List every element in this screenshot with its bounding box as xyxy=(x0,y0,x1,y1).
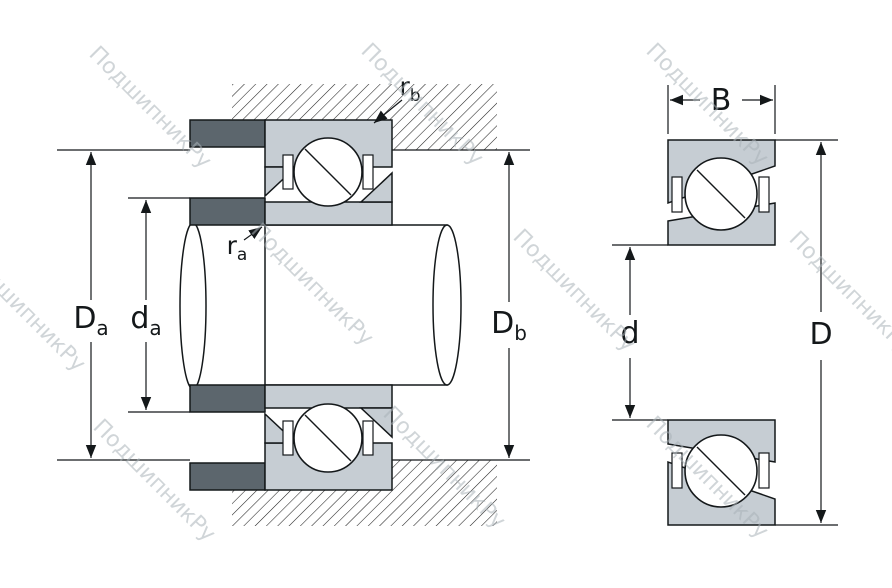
inner-spacer-bottom xyxy=(189,384,266,413)
dim-label-B: B xyxy=(711,83,732,118)
cage-lower-right xyxy=(362,420,374,456)
left-section-view xyxy=(179,84,530,526)
outer-spacer-bottom xyxy=(189,462,266,491)
outer-spacer-top xyxy=(189,119,266,148)
right-contact-angle-upper xyxy=(696,169,746,219)
right-bearing-lower xyxy=(667,419,776,526)
contact-angle-line-upper xyxy=(304,148,352,196)
inner-spacer-top xyxy=(189,197,266,226)
cage-upper-right xyxy=(362,154,374,190)
right-section-view xyxy=(667,139,776,526)
housing-hatch-bottom xyxy=(232,460,497,526)
dim-label-d: d xyxy=(620,316,639,351)
right-cage-lower-right xyxy=(758,452,770,489)
right-cage-upper-left xyxy=(671,176,683,213)
inner-ring-shoulder-lower xyxy=(359,407,393,439)
shaft-end-face xyxy=(432,224,462,386)
dim-label-Da: Da xyxy=(73,301,108,340)
bearing-section-lower xyxy=(264,384,393,491)
bearing-section-upper xyxy=(264,119,393,226)
inner-ring-shoulder-upper xyxy=(359,171,393,203)
right-contact-angle-lower xyxy=(696,446,746,496)
dim-label-rb: rb xyxy=(399,72,420,106)
right-cage-upper-right xyxy=(758,176,770,213)
watermark-text: ПодшипникРу xyxy=(784,227,892,359)
sleeve-end-face xyxy=(179,222,207,390)
contact-angle-line-lower xyxy=(304,414,352,462)
dim-label-Db: Db xyxy=(491,306,527,345)
right-bearing-upper xyxy=(667,139,776,246)
dim-label-D: D xyxy=(809,317,832,352)
watermark-text: ПодшипникРу xyxy=(84,42,216,174)
housing-hatch-top xyxy=(232,84,497,150)
leader-ra xyxy=(243,226,263,241)
leader-rb xyxy=(373,99,403,124)
dim-label-ra: ra xyxy=(227,231,248,265)
dim-label-da: da xyxy=(130,301,161,340)
right-cage-lower-left xyxy=(671,452,683,489)
cage-lower-left xyxy=(282,420,294,456)
dimension-annotations: Da da Db B d D rb ra xyxy=(57,72,838,526)
cage-upper-left xyxy=(282,154,294,190)
